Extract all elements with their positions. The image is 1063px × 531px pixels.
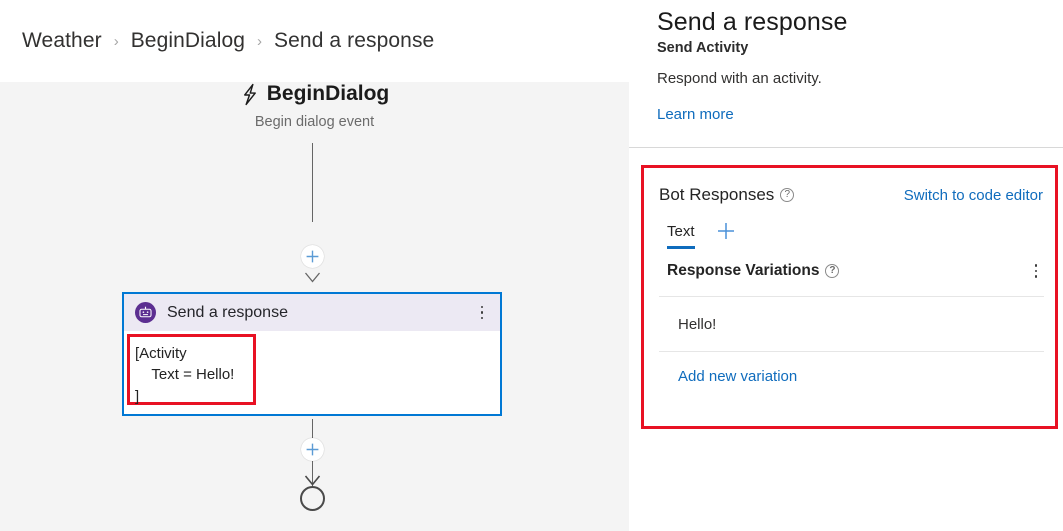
add-response-type-button[interactable] — [715, 220, 737, 242]
activity-text: [Activity Text = Hello! ] — [135, 345, 235, 405]
response-type-tabs: Text — [659, 223, 1044, 249]
plus-icon — [717, 223, 734, 239]
properties-pane: Send a response Send Activity Respond wi… — [629, 0, 1063, 531]
tab-text[interactable]: Text — [667, 223, 695, 249]
plus-icon — [306, 443, 319, 456]
arrow-head-icon — [304, 272, 321, 283]
panel-divider — [629, 147, 1063, 148]
plus-icon — [306, 250, 319, 263]
add-new-variation-link[interactable]: Add new variation — [678, 367, 798, 385]
breadcrumb-item-weather[interactable]: Weather — [22, 29, 102, 52]
response-variations-label-group: Response Variations ? — [667, 262, 840, 280]
dialog-canvas-pane: Weather › BeginDialog › Send a response … — [0, 0, 629, 531]
action-node-body: [Activity Text = Hello! ] — [124, 331, 500, 414]
breadcrumb-separator-icon: › — [113, 32, 119, 50]
action-node-send-a-response[interactable]: Send a response [Activity Text = Hello! … — [122, 292, 502, 416]
breadcrumb-item-send-a-response[interactable]: Send a response — [274, 29, 435, 52]
more-vertical-icon[interactable] — [1028, 261, 1044, 281]
lightning-bolt-icon — [243, 83, 256, 105]
trigger-title-row: BeginDialog — [240, 82, 390, 106]
action-node-title: Send a response — [167, 303, 288, 321]
bot-responses-label-group: Bot Responses ? — [659, 185, 795, 205]
trigger-node[interactable]: BeginDialog Begin dialog event — [0, 82, 629, 130]
switch-to-code-editor-link[interactable]: Switch to code editor — [903, 186, 1043, 204]
trigger-title: BeginDialog — [266, 82, 390, 105]
help-icon[interactable]: ? — [780, 188, 795, 202]
divider — [659, 296, 1044, 297]
response-variations-label: Response Variations — [667, 262, 820, 279]
action-node-header[interactable]: Send a response — [124, 294, 500, 331]
arrow-head-icon — [304, 475, 321, 486]
page-title: Send a response — [657, 8, 848, 36]
bot-icon — [135, 302, 156, 323]
add-action-button-bottom[interactable] — [301, 438, 324, 461]
panel-description: Respond with an activity. — [657, 70, 822, 87]
more-vertical-icon[interactable] — [474, 303, 490, 323]
trigger-subtitle: Begin dialog event — [254, 113, 375, 130]
panel-subtitle: Send Activity — [657, 40, 749, 56]
bot-responses-highlight-box: Bot Responses ? Switch to code editor Te… — [641, 165, 1058, 429]
end-of-dialog-node — [300, 486, 325, 511]
activity-highlight-box: [Activity Text = Hello! ] — [127, 334, 256, 405]
connector-line-top — [312, 143, 313, 222]
bot-responses-header-row: Bot Responses ? Switch to code editor — [659, 168, 1044, 205]
bot-responses-label: Bot Responses — [659, 185, 775, 204]
breadcrumb-separator-icon: › — [257, 32, 263, 50]
breadcrumb-item-begindialog[interactable]: BeginDialog — [130, 29, 246, 52]
response-variations-header-row: Response Variations ? — [659, 261, 1044, 281]
help-icon[interactable]: ? — [825, 264, 840, 278]
divider — [659, 351, 1044, 352]
bot-responses-section: Bot Responses ? Switch to code editor Te… — [644, 168, 1055, 426]
list-item[interactable]: Hello! — [678, 315, 717, 333]
breadcrumb: Weather › BeginDialog › Send a response — [0, 0, 629, 82]
add-action-button-top[interactable] — [301, 245, 324, 268]
learn-more-link[interactable]: Learn more — [657, 106, 734, 123]
bot-glyph-icon — [139, 306, 152, 318]
